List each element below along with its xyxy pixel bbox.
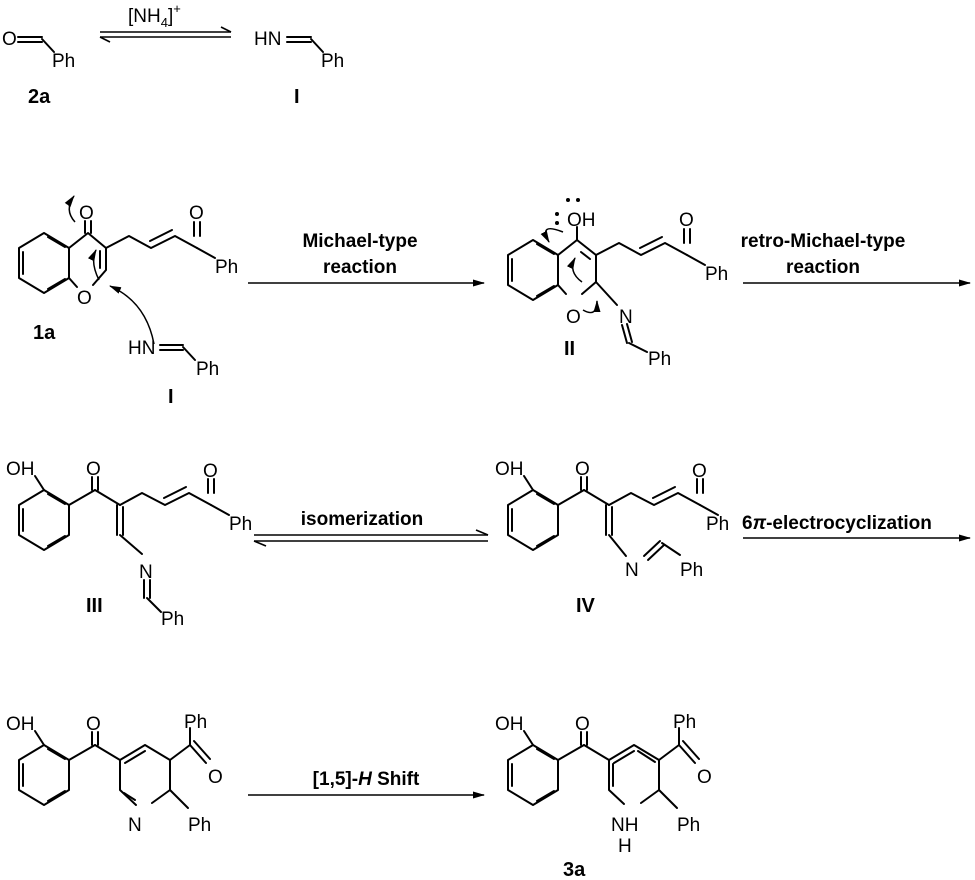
equilibrium-arrows-row1 bbox=[99, 26, 232, 43]
atom-n: N bbox=[625, 560, 639, 581]
atom-ph: Ph bbox=[648, 349, 671, 370]
atom-ph: Ph bbox=[184, 712, 207, 733]
atom-oh: OH bbox=[6, 459, 35, 480]
label-3a: 3a bbox=[563, 859, 586, 880]
atom-ph: Ph bbox=[680, 560, 703, 581]
label-II: II bbox=[564, 338, 575, 360]
condition-retro-1: retro-Michael-type bbox=[741, 231, 906, 252]
molecule-I-row2: HN Ph bbox=[128, 338, 219, 380]
atom-o: O bbox=[203, 461, 218, 482]
atom-n: N bbox=[128, 815, 142, 836]
condition-electrocyclization: 6π-electrocyclization bbox=[742, 513, 932, 534]
molecule-3a bbox=[507, 727, 700, 809]
label-I-top: I bbox=[294, 86, 300, 108]
atom-o: O bbox=[679, 210, 694, 231]
atom-nh: NH bbox=[611, 815, 638, 836]
reagent-ammonium: [NH4]+ bbox=[128, 1, 181, 30]
atom-oh: OH bbox=[6, 714, 35, 735]
atom-ph: Ph bbox=[229, 514, 252, 535]
atom-o: O bbox=[189, 203, 204, 224]
atom-o: O bbox=[77, 288, 92, 309]
atom-o: O bbox=[79, 203, 94, 224]
label-III: III bbox=[86, 595, 103, 617]
atom-ph: Ph bbox=[215, 257, 238, 278]
molecule-2a: O Ph bbox=[2, 29, 75, 72]
molecule-IV bbox=[507, 475, 719, 561]
atom-oh: OH bbox=[567, 210, 596, 231]
atom-o: O bbox=[2, 29, 17, 50]
atom-oh: OH bbox=[495, 714, 524, 735]
lone-pair-dot bbox=[566, 198, 570, 202]
atom-oh: OH bbox=[495, 459, 524, 480]
condition-h-shift: [1,5]-H Shift bbox=[313, 769, 420, 790]
atom-ph: Ph bbox=[188, 815, 211, 836]
molecule-dihydropyridine bbox=[18, 727, 211, 809]
atom-n: N bbox=[619, 307, 633, 328]
curly-arrow bbox=[64, 195, 76, 223]
atom-ph: Ph bbox=[705, 264, 728, 285]
condition-michael-2: reaction bbox=[323, 257, 397, 278]
label-IV: IV bbox=[576, 595, 596, 617]
curly-arrow bbox=[582, 300, 601, 314]
curly-arrow bbox=[87, 249, 100, 281]
atom-ph: Ph bbox=[677, 815, 700, 836]
lone-pair-dot bbox=[576, 198, 580, 202]
curly-arrow bbox=[540, 227, 564, 243]
atom-o: O bbox=[692, 461, 707, 482]
atom-o: O bbox=[697, 767, 712, 788]
atom-o: O bbox=[86, 714, 101, 735]
atom-ph: Ph bbox=[321, 51, 344, 72]
molecule-III bbox=[18, 475, 230, 613]
equilibrium-arrows-isomerization bbox=[253, 529, 489, 547]
condition-isomerization: isomerization bbox=[301, 509, 423, 530]
condition-michael-1: Michael-type bbox=[302, 231, 417, 252]
curly-arrow bbox=[566, 257, 583, 283]
atom-o: O bbox=[208, 767, 223, 788]
molecule-1a bbox=[18, 220, 216, 294]
atom-o: O bbox=[575, 459, 590, 480]
atom-ph: Ph bbox=[673, 712, 696, 733]
lone-pair-dot bbox=[555, 221, 559, 225]
lone-pair-dot bbox=[555, 212, 559, 216]
condition-retro-2: reaction bbox=[786, 257, 860, 278]
label-2a: 2a bbox=[28, 86, 51, 108]
atom-ph: Ph bbox=[706, 514, 729, 535]
label-I-row2: I bbox=[168, 386, 174, 408]
atom-o: O bbox=[86, 459, 101, 480]
atom-hn: HN bbox=[128, 338, 155, 359]
atom-o: O bbox=[566, 307, 581, 328]
molecule-II bbox=[507, 226, 706, 353]
atom-n: N bbox=[139, 562, 153, 583]
atom-hn: HN bbox=[254, 29, 281, 50]
curly-arrow bbox=[109, 285, 155, 345]
atom-o: O bbox=[575, 714, 590, 735]
atom-h: H bbox=[618, 836, 632, 857]
label-1a: 1a bbox=[33, 322, 56, 344]
molecule-I-top: HN Ph bbox=[254, 29, 344, 72]
atom-ph: Ph bbox=[161, 609, 184, 630]
atom-ph: Ph bbox=[196, 359, 219, 380]
atom-ph: Ph bbox=[52, 51, 75, 72]
